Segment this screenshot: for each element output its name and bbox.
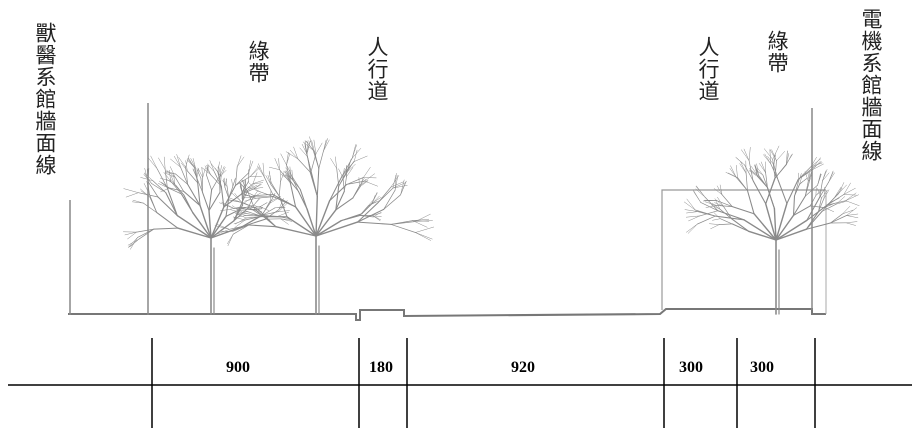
ground-line bbox=[68, 308, 826, 321]
right-wall-label: 電機系館牆面線 bbox=[859, 8, 883, 162]
tree-left-2-icon bbox=[214, 136, 435, 315]
tree-right-icon bbox=[683, 145, 860, 315]
dim-roadway: 920 bbox=[511, 359, 535, 376]
right-sidewalk-label: 人行道 bbox=[696, 36, 720, 102]
dim-sidewalk-left: 180 bbox=[369, 359, 393, 376]
left-green-belt-label: 綠帶 bbox=[246, 40, 270, 84]
dim-sidewalk-right: 300 bbox=[679, 359, 703, 376]
left-sidewalk-label: 人行道 bbox=[365, 36, 389, 102]
right-building-outline bbox=[661, 189, 826, 310]
dim-green-belt-right: 300 bbox=[750, 359, 774, 376]
left-wall-label: 獸醫系館牆面線 bbox=[33, 22, 57, 176]
dim-green-belt-left: 900 bbox=[226, 359, 250, 376]
tree-left-1-icon bbox=[123, 154, 293, 315]
right-green-belt-label: 綠帶 bbox=[765, 30, 789, 74]
